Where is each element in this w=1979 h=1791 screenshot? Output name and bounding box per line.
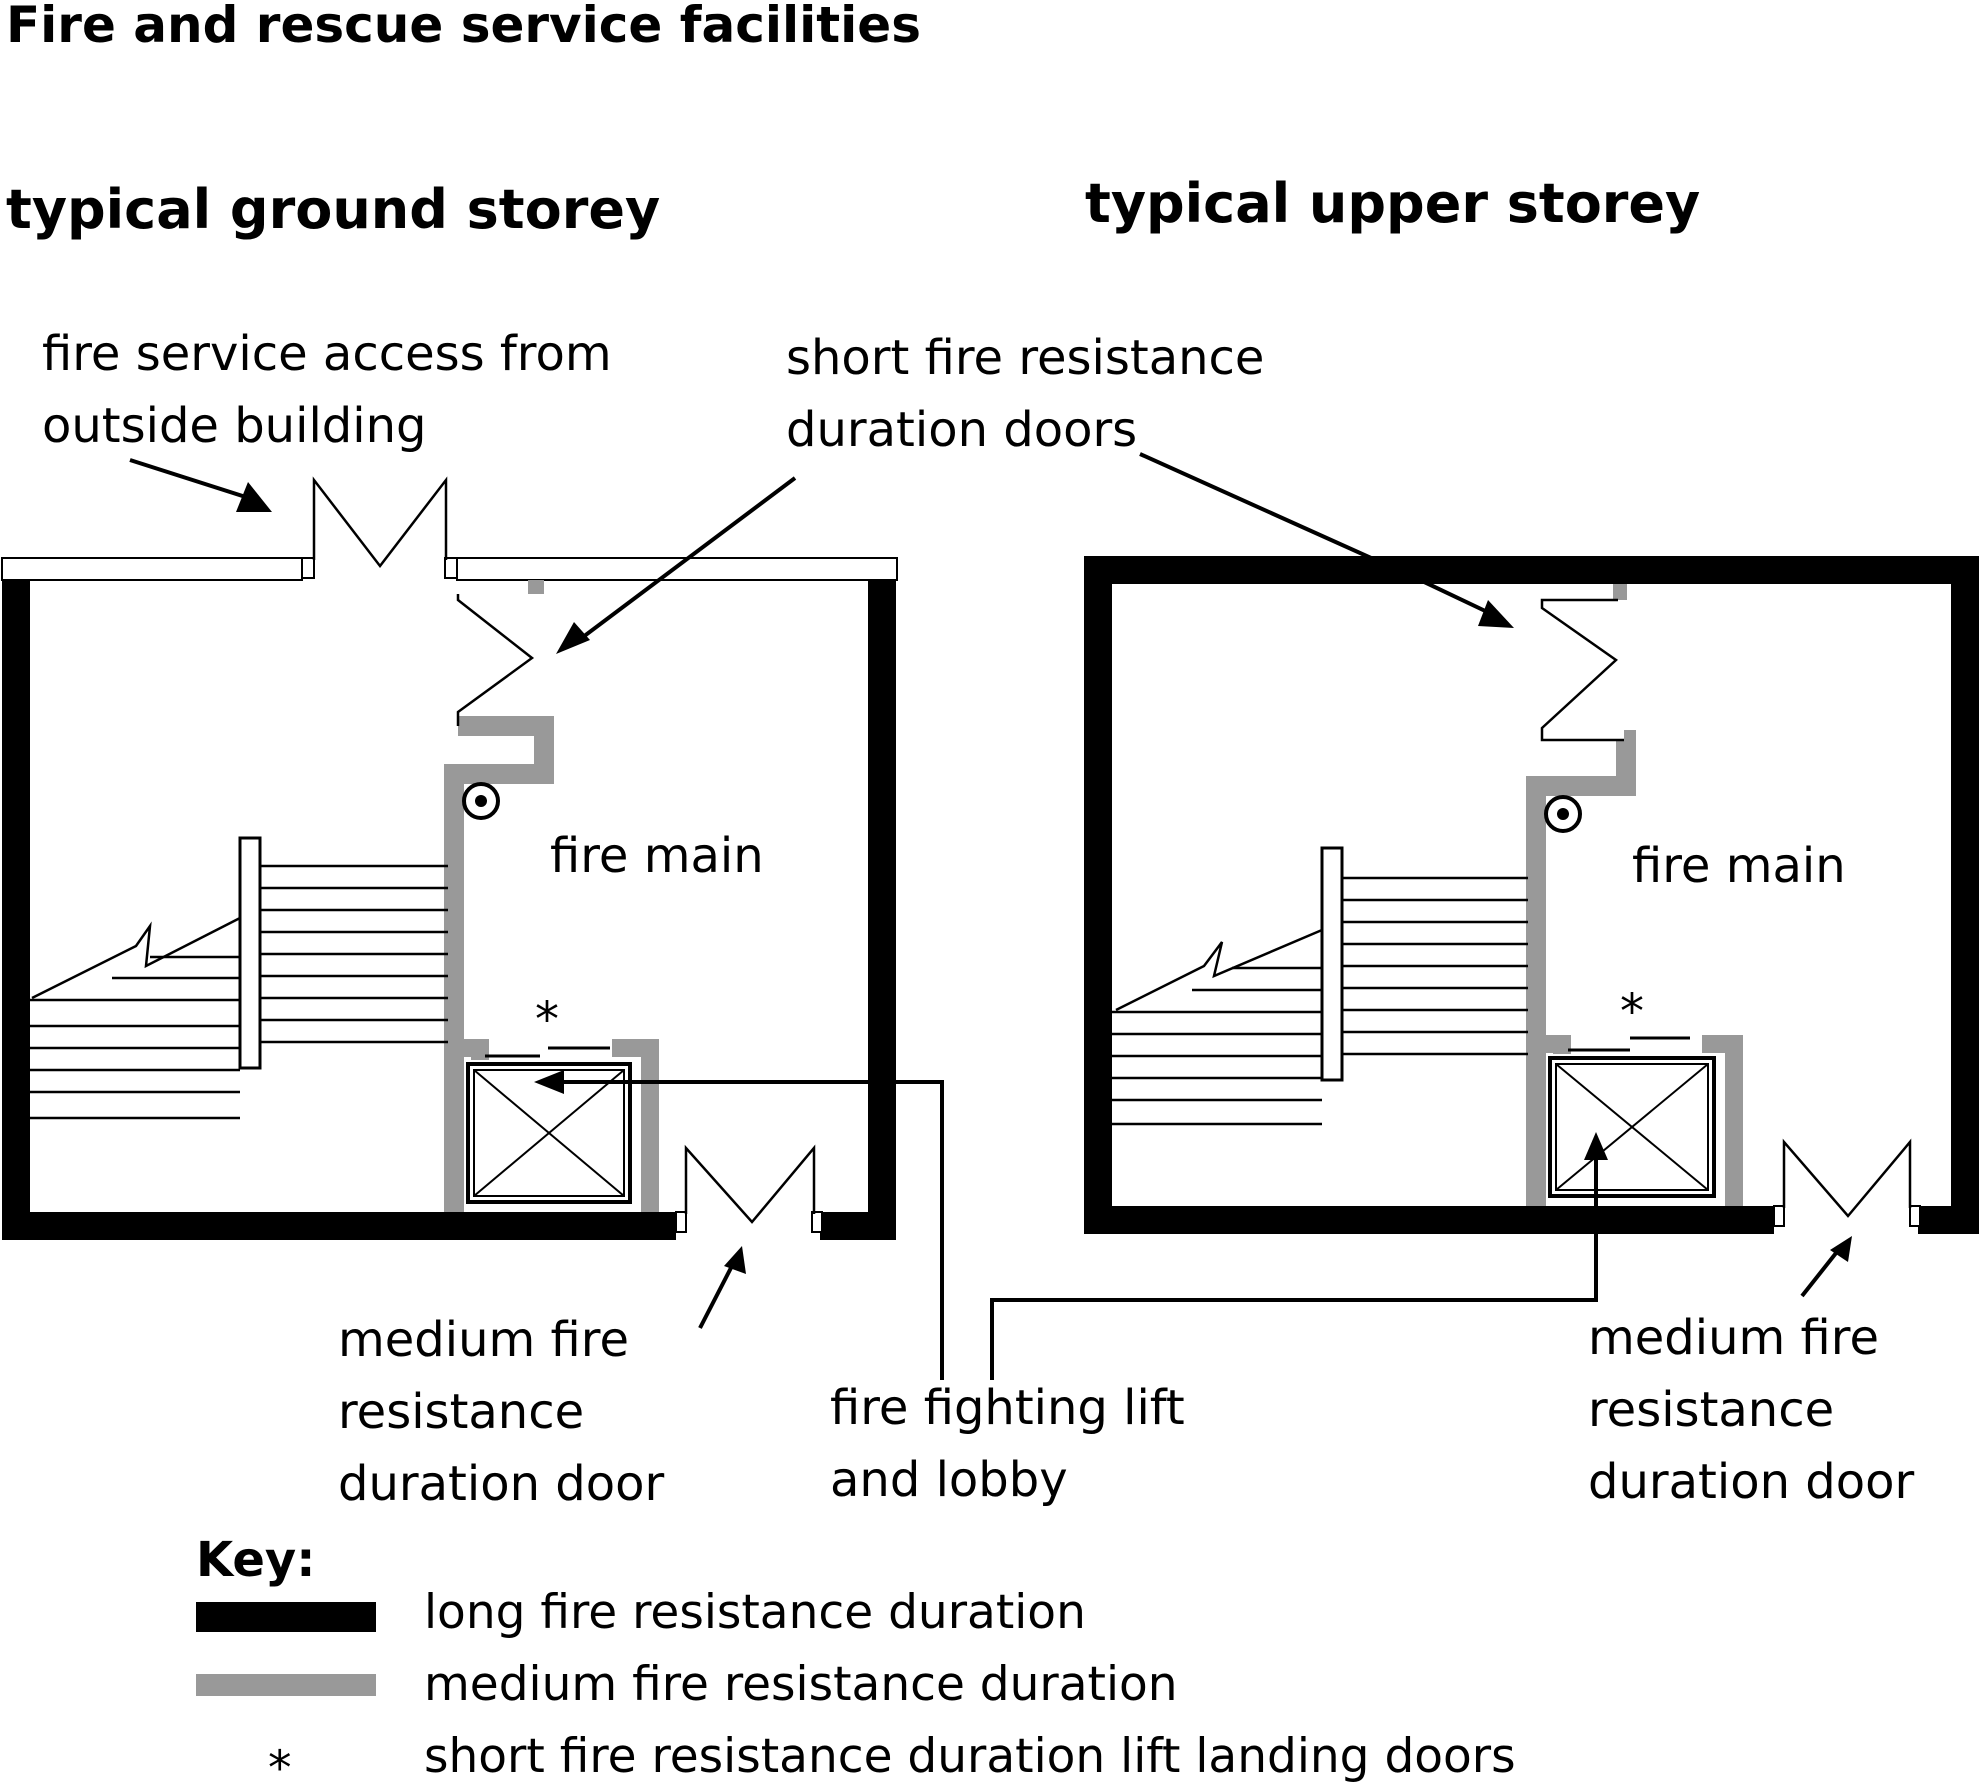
ground-medium-wall-lobby-right (612, 1039, 659, 1212)
arrow-head (1584, 1132, 1608, 1160)
arrow-heads (236, 482, 1852, 1274)
access-label-line1: fire service access from (42, 326, 612, 382)
arrow-head (236, 482, 272, 512)
upper-lift-door-mark: * (1620, 984, 1644, 1040)
door-jamb (811, 1211, 823, 1233)
ground-door-label-line3: duration door (338, 1456, 664, 1512)
ground-long-wall-right (868, 580, 896, 1240)
key-long-swatch (196, 1602, 376, 1632)
ground-long-wall-left (2, 580, 30, 1240)
upper-long-wall-bottom-right (1918, 1206, 1979, 1234)
ground-door-leader (698, 1261, 736, 1329)
upper-long-wall-bottom (1084, 1206, 1774, 1234)
door-jamb (444, 557, 458, 579)
leader-lines (129, 452, 1842, 1380)
key-short-label: short fire resistance duration lift land… (424, 1729, 1516, 1784)
ground-long-wall-bottom-right (820, 1212, 896, 1240)
lift-label-line2: and lobby (830, 1452, 1068, 1508)
upper-storey-heading: typical upper storey (1085, 172, 1700, 235)
ground-door-label-line1: medium fire (338, 1312, 629, 1368)
short-doors-label-line2: duration doors (786, 402, 1137, 458)
upper-lift-leader (990, 1152, 1598, 1380)
fire-main-dot (1557, 808, 1569, 820)
short-doors-label-line1: short fire resistance (786, 330, 1264, 386)
ground-long-wall-bottom (2, 1212, 676, 1240)
upper-storey-plan: fire main * (1084, 556, 1979, 1234)
access-leader (129, 458, 256, 502)
key-star-symbol: * (268, 1741, 292, 1791)
ground-storey-plan: fire main * (1, 476, 898, 1240)
key-medium-swatch (196, 1674, 376, 1696)
ground-medium-wall-lobby-left (454, 1039, 489, 1060)
upper-short-door-leader (1139, 452, 1501, 620)
key-legend: Key: long fire resistance duration mediu… (196, 1532, 1516, 1791)
lift-cross (1555, 1063, 1709, 1191)
key-long-label: long fire resistance duration (424, 1585, 1086, 1640)
key-medium-label: medium fire resistance duration (424, 1657, 1178, 1712)
arrow-head (556, 622, 590, 654)
upper-door-leader (1800, 1246, 1842, 1298)
access-door-symbol (312, 476, 448, 569)
arrow-head (1478, 600, 1514, 628)
upper-staircase (1112, 846, 1528, 1126)
access-label-line2: outside building (42, 398, 426, 454)
upper-long-wall-left (1084, 556, 1112, 1234)
ground-fire-main-label: fire main (550, 828, 764, 884)
ground-short-door-symbol (456, 594, 535, 726)
arrow-head (724, 1246, 746, 1274)
lift-label-line1: fire fighting lift (830, 1380, 1185, 1436)
ground-lift-door-mark: * (535, 992, 559, 1048)
upper-door-label-line3: duration door (1588, 1454, 1914, 1510)
ground-external-wall-left (1, 557, 303, 581)
ground-medium-wall-stair (444, 716, 554, 1212)
diagram-title: Fire and rescue service facilities (6, 0, 921, 54)
ground-lift-leader (554, 1080, 944, 1380)
ground-short-door-leader (573, 476, 797, 645)
upper-long-wall-top (1084, 556, 1979, 584)
ground-door-label-line2: resistance (338, 1384, 584, 1440)
upper-fire-main-label: fire main (1632, 838, 1846, 894)
ground-storey-heading: typical ground storey (6, 178, 660, 241)
door-jamb (1909, 1205, 1921, 1227)
key-title: Key: (196, 1532, 315, 1588)
grey-jamb (528, 580, 544, 594)
upper-medium-wall-lobby-left (1536, 1035, 1571, 1054)
upper-medium-wall-lobby-right (1702, 1035, 1743, 1206)
upper-long-wall-right (1951, 556, 1979, 1234)
upper-medium-door-symbol (1782, 1138, 1912, 1218)
upper-medium-wall-stair (1526, 730, 1636, 1206)
lift-cross (473, 1069, 625, 1197)
lift-inner (473, 1069, 625, 1197)
door-jamb (301, 557, 315, 579)
upper-door-label-line1: medium fire (1588, 1310, 1879, 1366)
arrow-head (1830, 1236, 1852, 1262)
upper-short-door-symbol (1540, 598, 1624, 742)
ground-medium-door-symbol (684, 1144, 816, 1224)
ground-staircase (30, 836, 448, 1120)
fire-main-dot (475, 795, 487, 807)
upper-door-label-line2: resistance (1588, 1382, 1834, 1438)
arrow-head (534, 1070, 564, 1094)
door-jamb (675, 1211, 687, 1233)
door-jamb (1773, 1205, 1785, 1227)
lift-inner (1555, 1063, 1709, 1191)
